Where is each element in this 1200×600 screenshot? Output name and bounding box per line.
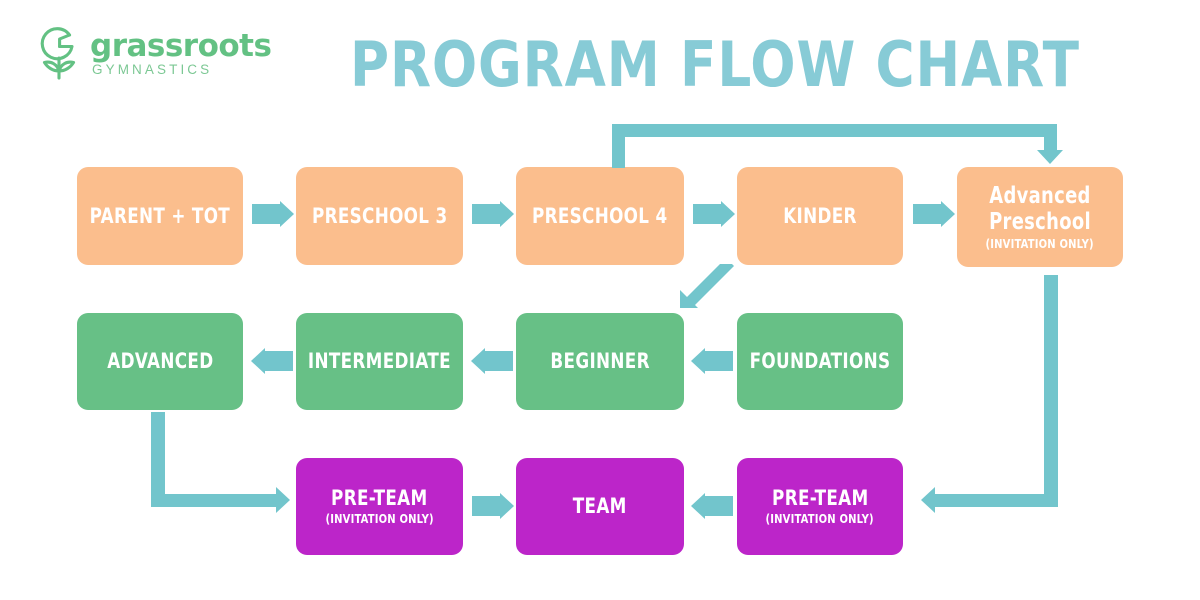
edge-kinder-to-advanced-preschool-head: [941, 201, 955, 227]
edge-advanced-preschool-to-pre-team-right-horizontal: [935, 494, 1058, 507]
edge-beginner-to-intermediate-shaft: [485, 351, 513, 371]
node-pre-team-right[interactable]: PRE-TEAM (INVITATION ONLY): [737, 458, 903, 555]
node-team[interactable]: TEAM: [516, 458, 684, 555]
edge-kinder-to-advanced-preschool-shaft: [913, 204, 941, 224]
edge-parent-tot-to-preschool-3-shaft: [252, 204, 280, 224]
edge-beginner-to-intermediate-head: [471, 348, 485, 374]
brand-logo: grassroots GYMNASTICS: [28, 22, 272, 86]
node-preschool-3[interactable]: PRESCHOOL 3: [296, 167, 463, 265]
node-label: INTERMEDIATE: [307, 349, 452, 373]
edge-preschool-4-to-kinder-head: [721, 201, 735, 227]
node-label: ADVANCED: [106, 349, 214, 373]
edge-intermediate-to-advanced-head: [251, 348, 265, 374]
node-advanced-preschool[interactable]: Advanced Preschool (INVITATION ONLY): [957, 167, 1123, 267]
node-label: Advanced Preschool: [989, 183, 1091, 235]
node-label: PRESCHOOL 4: [532, 203, 668, 228]
edge-preschool-4-to-kinder-shaft: [693, 204, 721, 224]
brand-wordmark: grassroots GYMNASTICS: [90, 28, 272, 78]
node-advanced[interactable]: ADVANCED: [77, 313, 243, 410]
edge-foundations-to-beginner-head: [691, 348, 705, 374]
edge-pre-team-right-to-team-shaft: [705, 496, 733, 516]
node-preschool-4[interactable]: PRESCHOOL 4: [516, 167, 684, 265]
node-intermediate[interactable]: INTERMEDIATE: [296, 313, 463, 410]
brand-tagline: GYMNASTICS: [92, 62, 213, 77]
edge-advanced-preschool-to-pre-team-right-head: [921, 487, 935, 513]
edge-preschool-4-to-beginner: [676, 258, 736, 312]
flower-g-logo-icon: [28, 22, 90, 84]
edge-advanced-to-pre-team-head: [276, 487, 290, 513]
edge-preschool-3-to-preschool-4-shaft: [472, 204, 500, 224]
node-label: PARENT + TOT: [89, 203, 231, 228]
node-label: FOUNDATIONS: [749, 349, 891, 373]
edge-foundations-to-beginner-shaft: [705, 351, 733, 371]
node-sublabel: (INVITATION ONLY): [325, 511, 434, 526]
edge-preschool-4-to-advanced-preschool-dropper: [1044, 124, 1057, 150]
edge-parent-tot-to-preschool-3-head: [280, 201, 294, 227]
node-label: TEAM: [573, 494, 627, 518]
edge-preschool-4-to-advanced-preschool-head: [1037, 150, 1063, 164]
node-label: PRE-TEAM: [771, 486, 869, 510]
node-label: BEGINNER: [550, 349, 650, 373]
node-label: KINDER: [783, 203, 857, 228]
node-kinder[interactable]: KINDER: [737, 167, 903, 265]
edge-preschool-3-to-preschool-4-head: [500, 201, 514, 227]
node-pre-team-left[interactable]: PRE-TEAM (INVITATION ONLY): [296, 458, 463, 555]
node-sublabel: (INVITATION ONLY): [985, 236, 1095, 251]
edge-advanced-to-pre-team-riser: [151, 412, 165, 507]
edge-intermediate-to-advanced-shaft: [265, 351, 293, 371]
edge-pre-team-right-to-team-head: [691, 493, 705, 519]
edge-pre-team-left-to-team-head: [500, 493, 514, 519]
edge-advanced-preschool-to-pre-team-right-riser: [1044, 275, 1058, 507]
node-foundations[interactable]: FOUNDATIONS: [737, 313, 903, 410]
brand-name: grassroots: [90, 28, 272, 64]
node-sublabel: (INVITATION ONLY): [765, 511, 875, 526]
node-label: PRESCHOOL 3: [311, 203, 448, 228]
page-title: PROGRAM FLOW CHART: [350, 28, 1080, 101]
node-beginner[interactable]: BEGINNER: [516, 313, 684, 410]
edge-pre-team-left-to-team-shaft: [472, 496, 500, 516]
node-label: PRE-TEAM: [331, 486, 428, 510]
edge-advanced-to-pre-team-horizontal: [151, 494, 276, 507]
node-parent-tot[interactable]: PARENT + TOT: [77, 167, 243, 265]
edge-preschool-4-to-advanced-preschool-horizontal: [612, 124, 1057, 137]
